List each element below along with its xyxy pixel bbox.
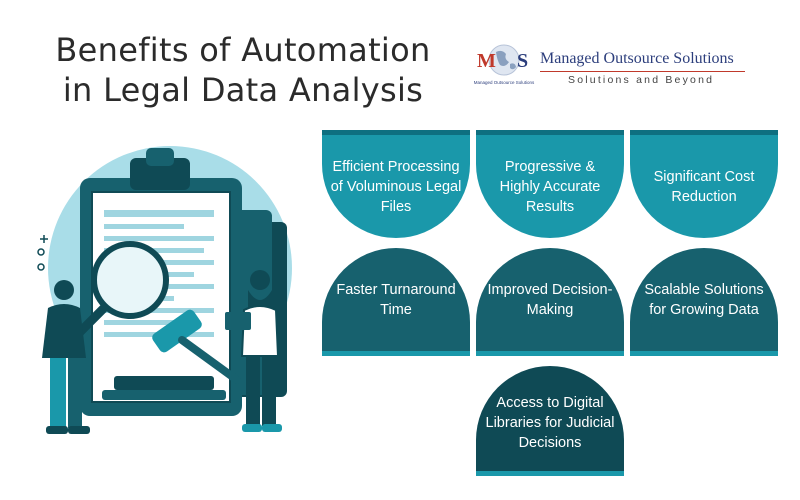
tablet-icon (225, 312, 251, 330)
benefit-card-accurate-results: Progressive & Highly Accurate Results (476, 130, 624, 238)
clipboard-clip-top (146, 148, 174, 166)
company-name: Managed Outsource Solutions (540, 50, 734, 67)
sparkle-icon (37, 235, 48, 271)
page-title: Benefits of Automation in Legal Data Ana… (28, 30, 458, 110)
benefit-card-digital-libraries: Access to Digital Libraries for Judicial… (476, 366, 624, 476)
benefit-card-faster-turnaround: Faster Turnaround Time (322, 248, 470, 356)
legal-analysis-illustration (37, 146, 292, 434)
globe-logo-icon: M S (477, 44, 528, 76)
benefit-card-scalable-solutions: Scalable Solutions for Growing Data (630, 248, 778, 356)
company-tagline: Solutions and Beyond (568, 74, 715, 86)
benefit-card-decision-making: Improved Decision-Making (476, 248, 624, 356)
woman-figure (225, 270, 282, 432)
title-line-1: Benefits of Automation (55, 31, 431, 69)
gavel-icon (102, 309, 241, 400)
company-logo: M S Managed Outsource Solutions Managed … (472, 40, 772, 95)
logo-divider (540, 71, 745, 72)
clipboard-clip (130, 158, 190, 190)
benefit-card-cost-reduction: Significant Cost Reduction (630, 130, 778, 238)
title-line-2: in Legal Data Analysis (62, 71, 424, 109)
logo-letter-s: S (517, 50, 528, 72)
logo-letter-m: M (477, 50, 496, 72)
man-figure (42, 280, 90, 434)
benefit-card-efficient-processing: Efficient Processing of Voluminous Legal… (322, 130, 470, 238)
logo-mark-caption: Managed Outsource Solutions (473, 80, 535, 85)
